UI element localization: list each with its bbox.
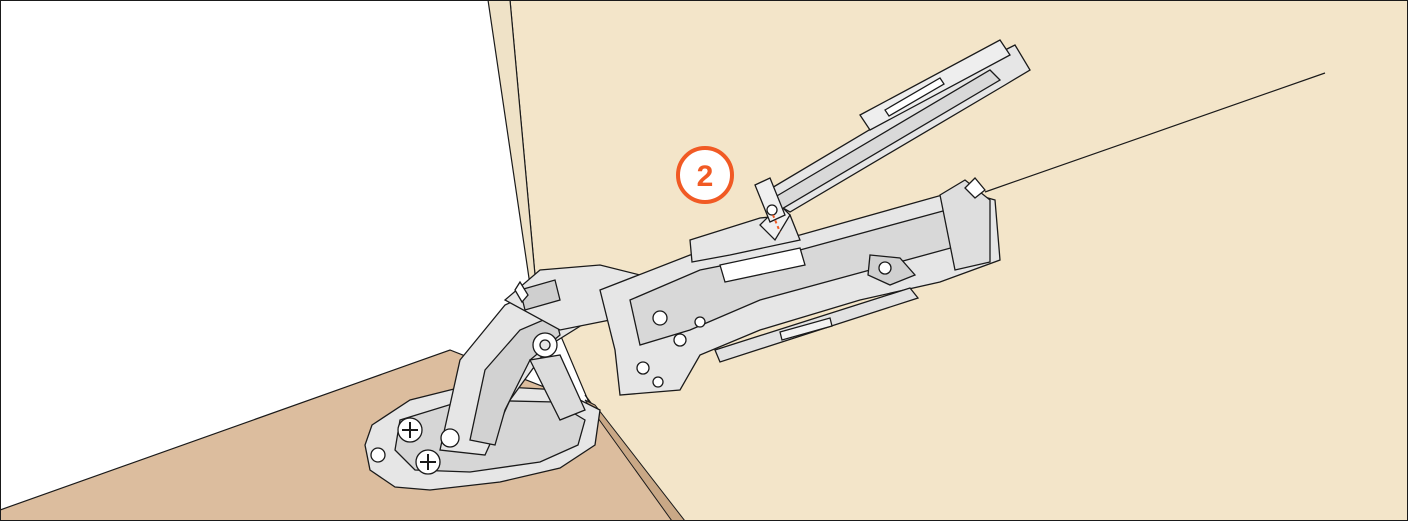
hinge-main-arm	[599, 177, 1001, 396]
step-badge-circle	[676, 146, 734, 204]
clip-lever	[754, 39, 1031, 223]
step-badge: 2	[676, 146, 734, 204]
hinge-arm-linkage	[439, 264, 651, 456]
door-panel-edge	[584, 399, 686, 521]
mounting-plate	[714, 287, 920, 363]
step-number-label: 2	[697, 160, 714, 193]
cabinet-perspective-line	[984, 72, 1326, 193]
